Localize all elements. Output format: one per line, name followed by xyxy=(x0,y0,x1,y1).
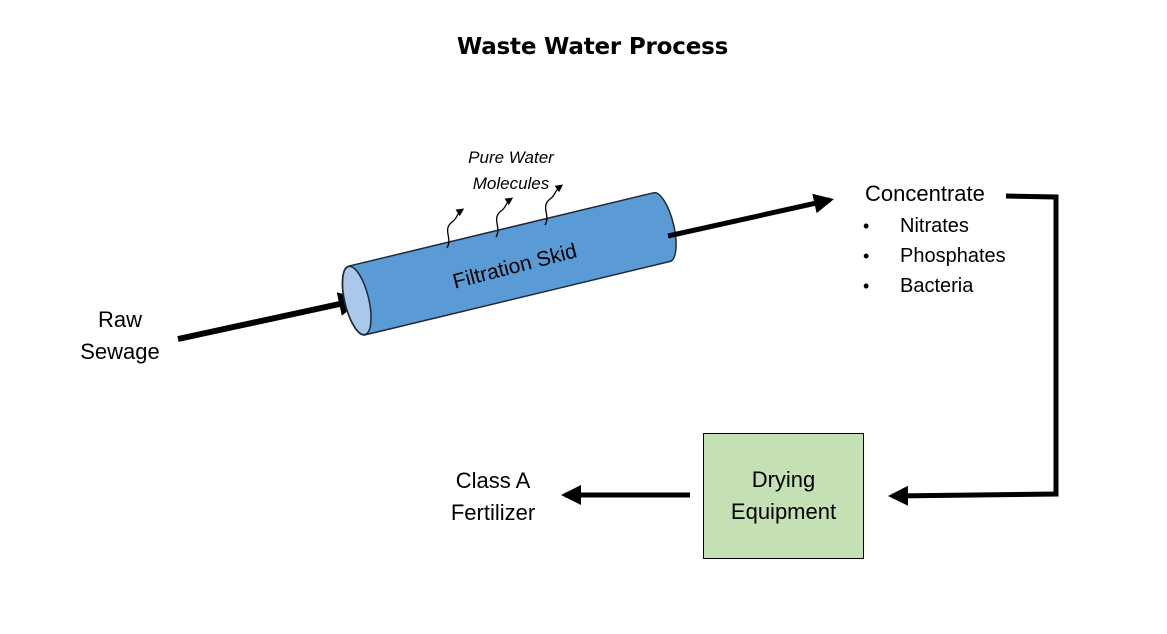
bullet-icon: • xyxy=(863,276,870,296)
class-a-line-1: Class A xyxy=(455,468,531,493)
pure-water-line-1: Pure Water xyxy=(468,148,554,167)
filtration-skid-cylinder xyxy=(341,192,677,336)
class-a-line-2: Fertilizer xyxy=(450,500,536,525)
pure-water-arrow-1 xyxy=(446,208,465,249)
class-a-fertilizer-label: Class A Fertilizer xyxy=(428,465,558,529)
arrow-skid-to-concentrate xyxy=(667,193,834,239)
drying-line-2: Equipment xyxy=(730,499,837,524)
raw-sewage-label: Raw Sewage xyxy=(68,304,172,368)
pure-water-arrow-3 xyxy=(544,184,564,226)
pure-water-label: Pure Water Molecules xyxy=(440,145,582,197)
concentrate-list: • Nitrates • Phosphates • Bacteria xyxy=(863,211,1006,301)
concentrate-title: Concentrate xyxy=(865,181,985,206)
concentrate-item-bacteria: Bacteria xyxy=(900,275,974,297)
drying-equipment-box: Drying Equipment xyxy=(703,433,864,559)
connector-concentrate-to-drying xyxy=(888,193,1059,506)
pure-water-arrow-2 xyxy=(495,197,514,238)
concentrate-item-phosphates: Phosphates xyxy=(900,245,1006,267)
pure-water-line-2: Molecules xyxy=(472,174,550,193)
bullet-icon: • xyxy=(863,246,870,266)
list-item: • Nitrates xyxy=(863,211,1006,241)
raw-sewage-line-1: Raw xyxy=(97,307,142,332)
bullet-icon: • xyxy=(863,216,870,236)
diagram-title: Waste Water Process xyxy=(456,34,729,60)
list-item: • Bacteria xyxy=(863,271,1006,301)
arrow-raw-to-skid xyxy=(177,292,363,342)
concentrate-item-nitrates: Nitrates xyxy=(900,215,969,237)
drying-equipment-label: Drying Equipment xyxy=(731,464,836,528)
list-item: • Phosphates xyxy=(863,241,1006,271)
drying-line-1: Drying xyxy=(751,467,816,492)
raw-sewage-line-2: Sewage xyxy=(80,339,160,364)
